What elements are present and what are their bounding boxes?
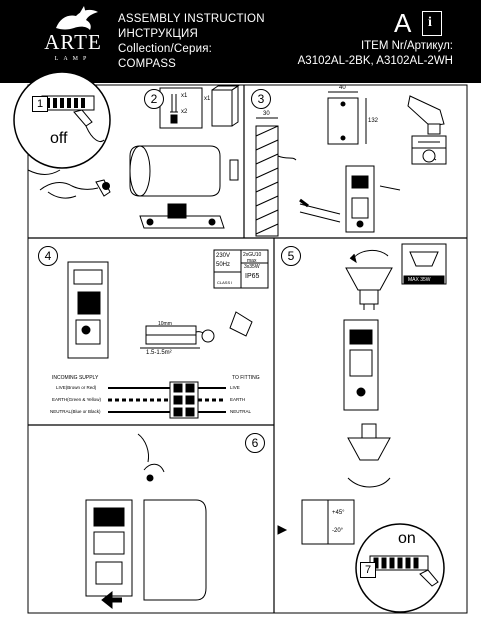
step-2-number: 2 [144,89,164,109]
brand-logo: ARTE LAMP [38,6,108,62]
qty-screws: x1 [181,93,188,99]
info-icon: i [422,11,442,36]
dim-width: 40 [339,85,346,91]
doc-letter: A [394,8,412,38]
title-en: ASSEMBLY INSTRUCTION [118,13,265,25]
spec-watt: 3x35W [244,264,260,270]
title-ru: ИНСТРУКЦИЯ [118,28,199,40]
dim-height: 132 [368,118,379,124]
off-label: off [50,130,68,147]
collection-label: Collection/Серия: [118,43,213,55]
header-bar: ARTE LAMP ASSEMBLY INSTRUCTION ИНСТРУКЦИ… [0,0,481,83]
header-text: ASSEMBLY INSTRUCTION ИНСТРУКЦИЯ Collecti… [118,12,265,72]
item-block: ITEM Nr/Артикул: A3102AL-2BK, A3102AL-2W… [298,39,453,69]
item-value: A3102AL-2BK, A3102AL-2WH [297,55,453,67]
to-fitting: TO FITTING [232,375,260,381]
step-5-number: 5 [281,246,301,266]
step-3-number: 3 [251,89,271,109]
griffin-icon [56,6,98,30]
strip-length: 10mm [158,321,172,327]
neutral-wire-label: NEUTRAL(Blue or Black) [50,409,101,414]
step3-illustration [255,91,447,237]
qty-anchors: x2 [181,109,188,115]
earth-wire-label: EARTH(Green & Yellow) [52,397,101,402]
cable-size: 1.5-1.5m² [146,350,172,356]
outer-frame [27,84,468,614]
step2-illustration [129,85,240,229]
ip-rating: IP65 [245,273,260,280]
incoming-supply: INCOMING SUPPLY [52,375,99,381]
temp-min: -20° [332,528,344,534]
spec-max: max [247,258,257,264]
neutral-fitting-label: NEUTRAL [230,409,252,414]
max-wattage: MAX 35W [408,277,431,283]
brand-name: ARTE [44,30,102,54]
step4-illustration [67,249,269,419]
qty-plate: x1 [204,96,211,102]
live-fitting-label: LIVE [230,385,240,390]
spec-frequency: 50Hz [216,262,231,268]
step-6-number: 6 [245,433,265,453]
temp-max: +45° [332,510,345,516]
earth-fitting-label: EARTH [230,397,246,402]
step-4-number: 4 [38,246,58,266]
spec-bulb: 2xGU10 [243,252,262,258]
step6-illustration [85,433,445,613]
on-label: on [398,530,416,547]
step-7-number: 7 [360,562,376,578]
collection-value: COMPASS [118,58,177,70]
step5-illustration [343,243,447,488]
spec-voltage: 230V [216,253,231,259]
spec-class: CLASS I [217,280,233,285]
item-label: ITEM Nr/Артикул: [360,40,453,52]
brand-sub: LAMP [54,56,92,62]
step-1-number: 1 [32,96,48,112]
live-wire-label: LIVE(Brown or Red) [56,385,97,390]
dim-depth: 30 [263,111,270,117]
